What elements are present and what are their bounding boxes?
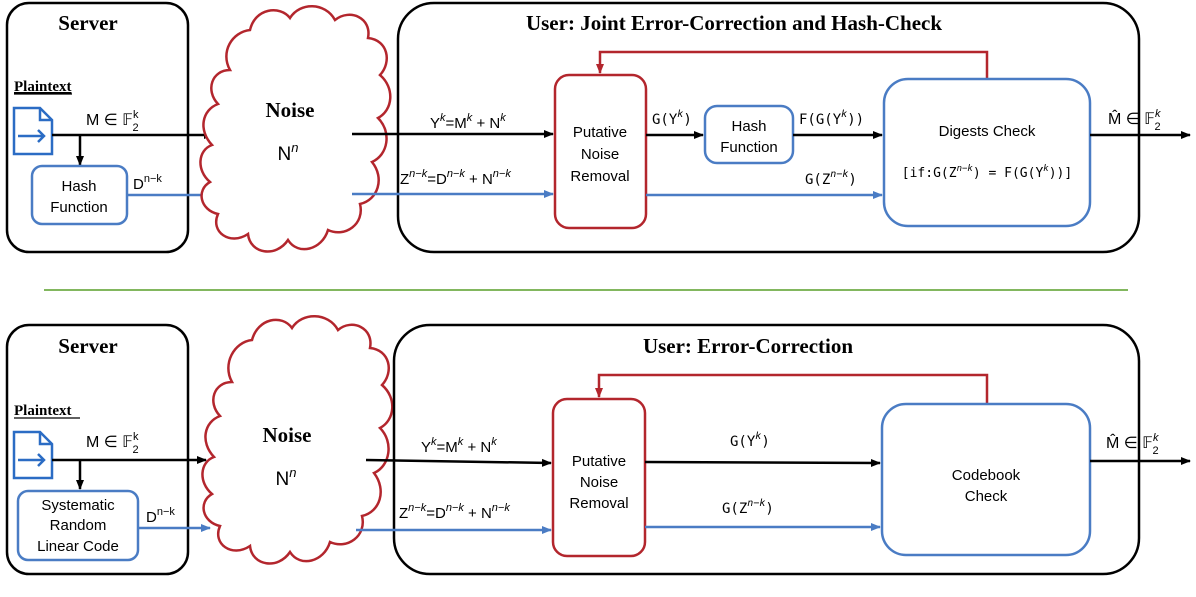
top-feedback-loop xyxy=(596,50,989,79)
top-fgy-label: F(G(Yk)) xyxy=(799,109,864,128)
top-putative-box xyxy=(553,73,648,230)
top-gy-label: G(Yk) xyxy=(652,109,692,128)
bottom-noise-cloud xyxy=(201,315,394,565)
document-icon xyxy=(12,106,54,156)
bottom-code-line1: Systematic xyxy=(41,497,115,514)
bottom-noise-title: Noise xyxy=(263,423,312,447)
top-digests-check-box xyxy=(882,77,1092,228)
bottom-server-panel xyxy=(5,323,190,576)
bottom-plaintext-label: Plaintext xyxy=(14,403,72,419)
top-putative-line2: Noise xyxy=(581,146,619,163)
top-noise-symbol: Nn xyxy=(278,140,299,165)
bottom-y-equation: Yk=Mk + Nk xyxy=(421,436,497,456)
bottom-putative-line3: Removal xyxy=(569,495,628,512)
bottom-codebook-line2: Check xyxy=(965,488,1008,505)
top-user-panel xyxy=(396,1,1141,254)
bottom-putative-line1: Putative xyxy=(572,453,626,470)
top-putative-line1: Putative xyxy=(573,124,627,141)
bottom-code-line3: Linear Code xyxy=(37,538,119,555)
bottom-server-title: Server xyxy=(58,334,117,358)
bottom-gy-label: G(Yk) xyxy=(730,431,770,450)
bottom-digest-label: Dn−k xyxy=(146,506,175,526)
top-hash-box-line1: Hash xyxy=(61,178,96,195)
top-server-panel xyxy=(5,1,190,254)
bottom-putative-box xyxy=(551,397,647,558)
document-icon xyxy=(12,430,54,480)
top-digest-label: Dn−k xyxy=(133,173,162,193)
bottom-codebook-line1: Codebook xyxy=(952,467,1021,484)
bottom-gy-arrow xyxy=(644,458,881,467)
top-noise-title: Noise xyxy=(266,98,315,122)
bottom-codebook-box xyxy=(880,402,1092,557)
top-user-hash-line2: Function xyxy=(720,139,778,156)
bottom-code-box xyxy=(16,489,140,562)
bottom-feedback-loop xyxy=(595,373,989,404)
bottom-user-panel xyxy=(392,323,1141,576)
bottom-putative-line2: Noise xyxy=(580,474,618,491)
top-digests-check-title: Digests Check xyxy=(939,123,1036,140)
bottom-z-equation: Zn−k=Dn−k + Nn−k xyxy=(399,502,510,522)
bottom-y-arrow xyxy=(365,458,552,467)
top-y-equation: Yk=Mk + Nk xyxy=(430,112,506,132)
bottom-code-line2: Random xyxy=(50,517,107,534)
bottom-gz-label: G(Zn−k) xyxy=(722,498,774,517)
top-putative-line3: Removal xyxy=(570,168,629,185)
top-user-title: User: Joint Error-Correction and Hash-Ch… xyxy=(526,11,942,35)
top-hash-box-line2: Function xyxy=(50,199,108,216)
top-user-hash-line1: Hash xyxy=(731,118,766,135)
top-gz-label: G(Zn−k) xyxy=(805,169,857,188)
top-digests-condition: [if:G(Zn−k) = F(G(Yk))] xyxy=(902,164,1072,181)
bottom-user-title: User: Error-Correction xyxy=(643,334,853,358)
top-server-title: Server xyxy=(58,11,117,35)
top-plaintext-label: Plaintext xyxy=(14,79,72,95)
bottom-noise-symbol: Nn xyxy=(276,465,297,490)
top-noise-cloud xyxy=(199,5,392,253)
top-z-equation: Zn−k=Dn−k + Nn−k xyxy=(400,168,511,188)
